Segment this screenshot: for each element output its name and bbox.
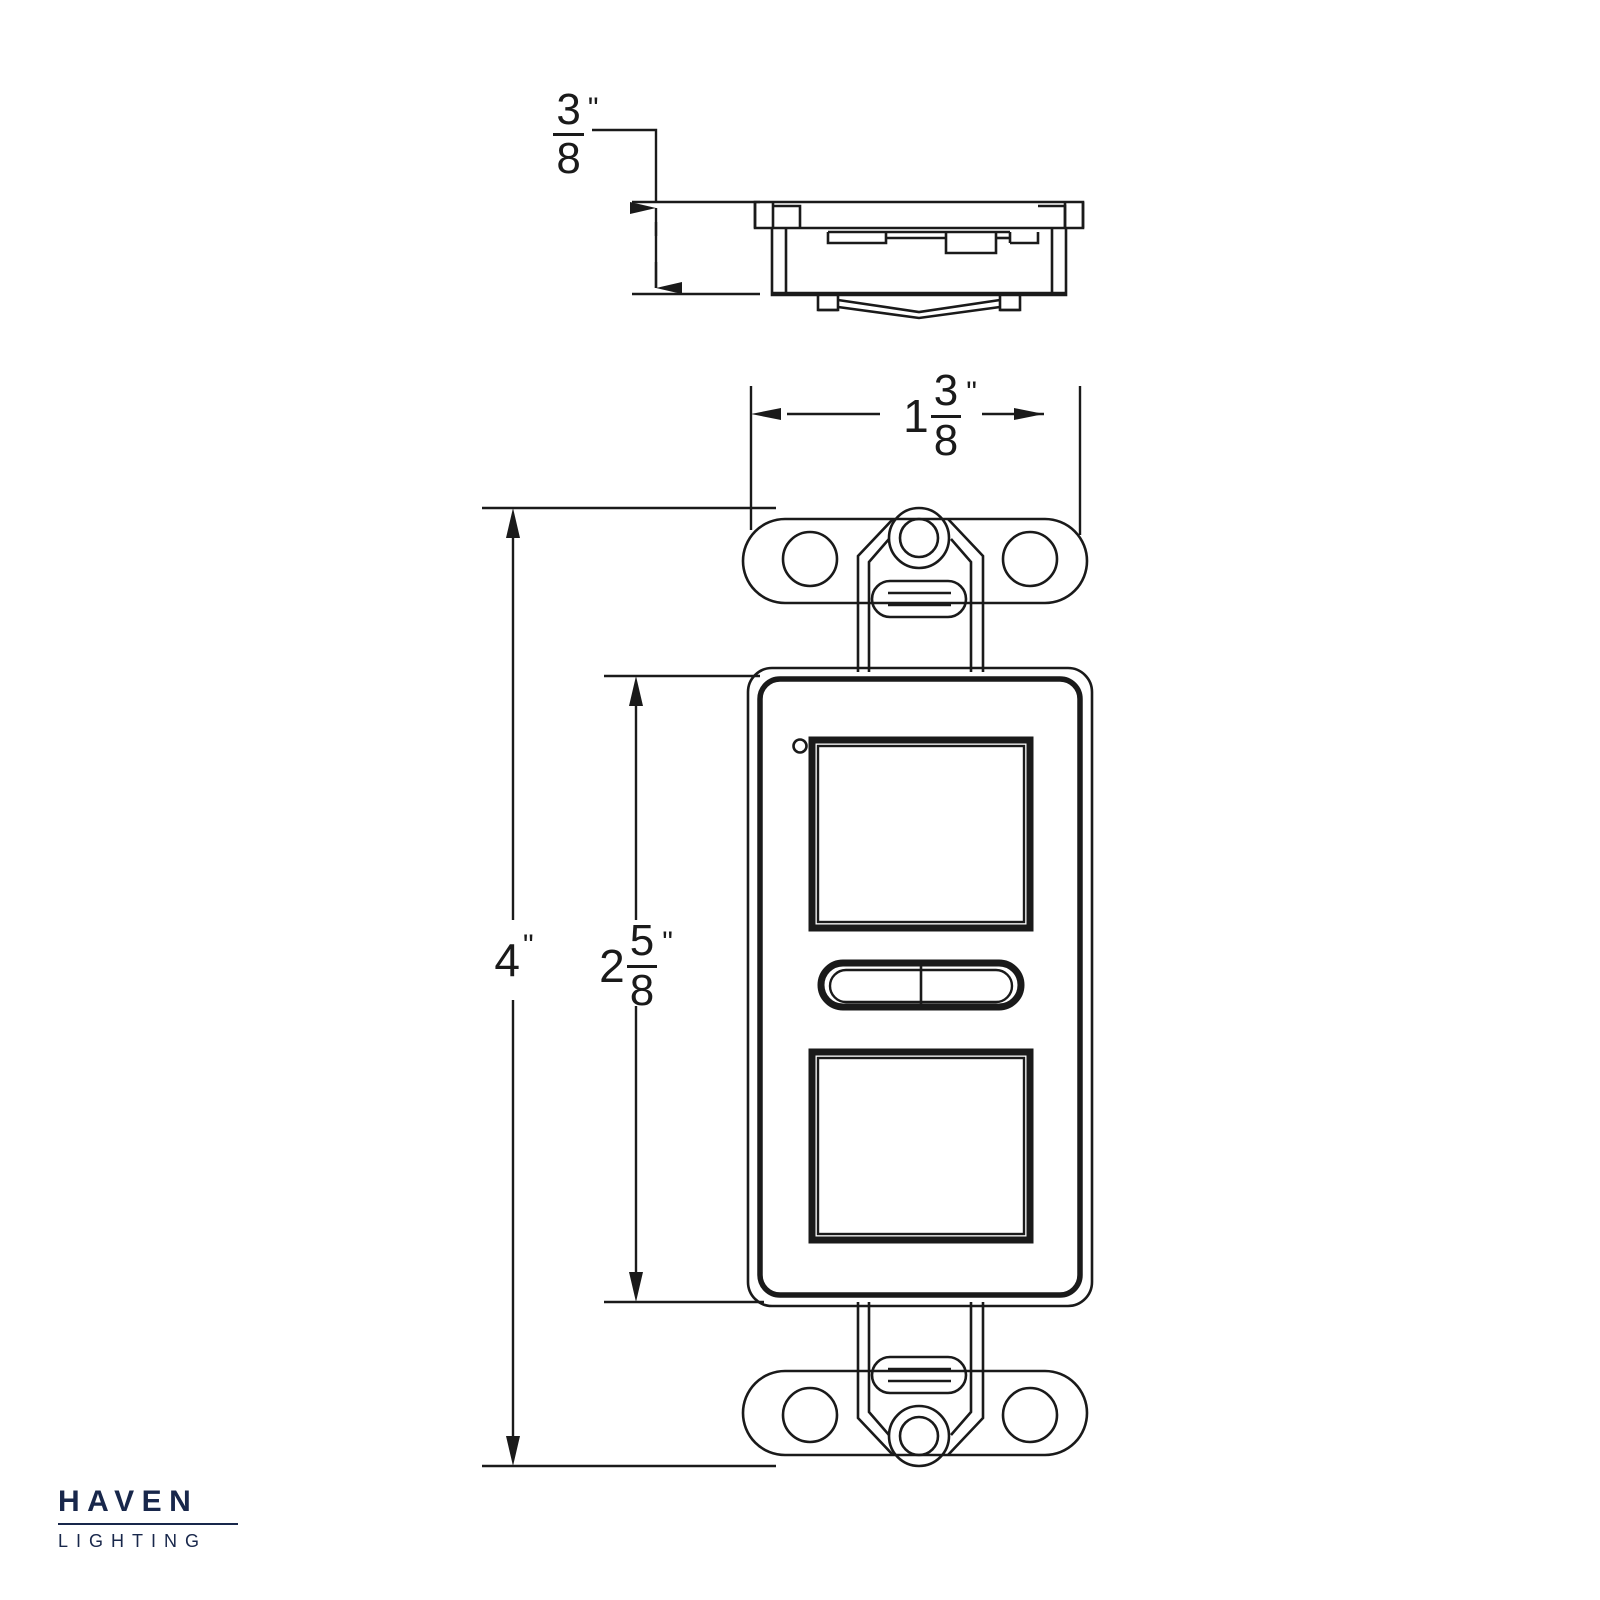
bottom-mounting-yoke (741, 1302, 1089, 1468)
plate-numerator: 5 (629, 916, 655, 966)
fraction-bar (930, 414, 962, 418)
center-rocker-bar (817, 959, 1025, 1011)
plate-denominator: 8 (629, 965, 655, 1015)
height-whole: 4 (494, 934, 520, 986)
depth-fraction: 3 8 (553, 84, 584, 183)
depth-dimension-line (592, 128, 760, 296)
logo-divider (58, 1523, 238, 1525)
width-dimension-line (749, 386, 1082, 535)
faceplate-height-dimension-line (604, 674, 764, 1304)
height-unit: " (522, 929, 534, 962)
width-unit: " (966, 376, 977, 409)
top-mounting-yoke (741, 506, 1089, 672)
faceplate-height-dimension-label: 2 5 8 " (570, 916, 702, 1015)
led-indicator-dot (792, 738, 808, 754)
overall-height-dimension-line (482, 506, 776, 1468)
logo-wordmark: HAVEN (58, 1485, 199, 1518)
plate-unit: " (662, 926, 673, 959)
haven-lighting-logo: HAVEN LIGHTING (58, 1487, 238, 1550)
width-whole: 1 (903, 390, 929, 442)
fraction-bar (553, 133, 584, 136)
depth-denominator: 8 (556, 134, 581, 183)
faceplate-body (746, 666, 1094, 1308)
bottom-button-paddle (808, 1048, 1034, 1244)
depth-dimension-label: 3 8 " (520, 84, 630, 183)
depth-unit: " (587, 92, 599, 125)
overall-height-dimension-label: 4 " (466, 925, 562, 995)
width-numerator: 3 (933, 366, 959, 416)
logo-subtitle: LIGHTING (58, 1530, 208, 1551)
side-profile-view (753, 200, 1085, 320)
top-button-paddle (808, 736, 1034, 932)
width-fraction: 3 8 (930, 366, 962, 465)
plate-whole: 2 (599, 940, 625, 992)
depth-numerator: 3 (556, 84, 581, 134)
fraction-bar (626, 964, 658, 968)
width-denominator: 8 (933, 415, 959, 465)
plate-fraction: 5 8 (626, 916, 658, 1015)
width-dimension-label: 1 3 8 " (875, 366, 1005, 465)
